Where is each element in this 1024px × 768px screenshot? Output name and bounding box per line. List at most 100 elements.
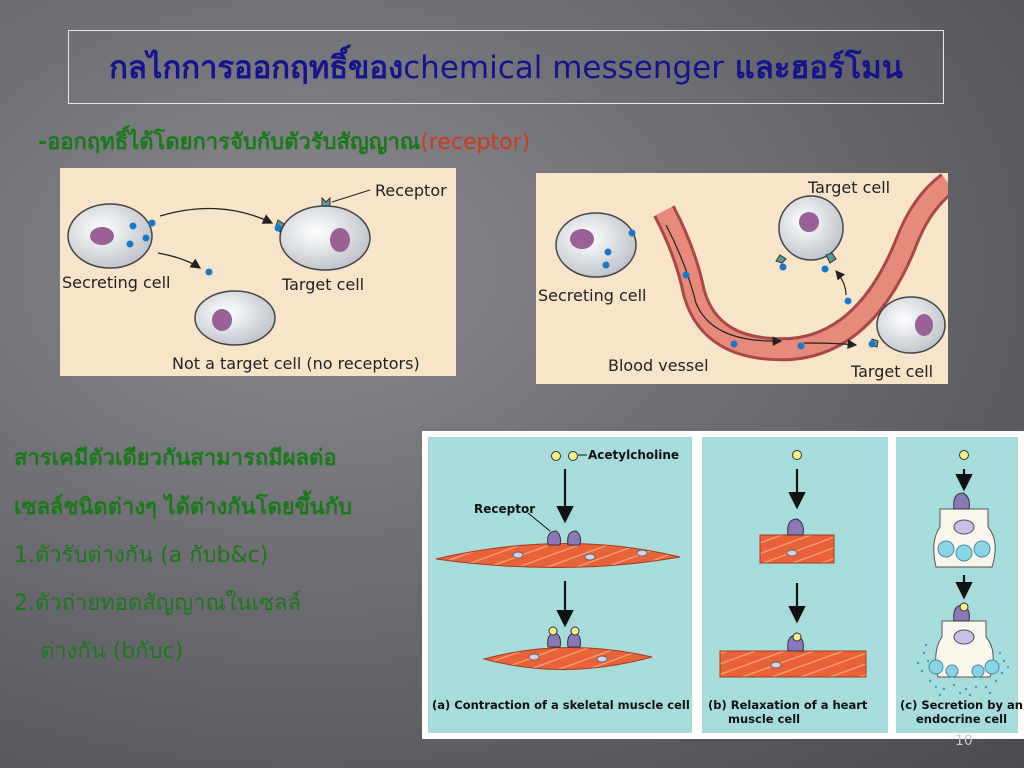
- body-line-2: เซลล์ชนิดต่างๆ ได้ต่างกันโดยขึ้นกับ: [14, 495, 352, 520]
- nucleus: [212, 309, 232, 331]
- figure-acetylcholine-svg: Acetylcholine Receptor (a) Contraction o…: [428, 437, 1023, 733]
- figure-acetylcholine: Acetylcholine Receptor (a) Contraction o…: [422, 431, 1024, 739]
- panel-b-bg: [702, 437, 888, 733]
- title-box: กลไกการออกฤทธิ์ของchemical messenger และ…: [68, 30, 944, 104]
- target-cell: [279, 205, 371, 271]
- acetylcholine-dot: [568, 451, 578, 461]
- nucleus: [799, 212, 819, 232]
- messenger-dot: [148, 219, 156, 227]
- hormone-dot: [604, 248, 612, 256]
- figure-direct-signaling: Receptor Secreting cell Target cell Not …: [60, 168, 456, 376]
- secretory-vesicle: [945, 664, 959, 678]
- muscle-nucleus: [596, 655, 608, 663]
- target-cell-bottom: [876, 296, 946, 354]
- label-receptor: Receptor: [474, 502, 535, 516]
- secretory-vesicle: [984, 659, 1000, 675]
- body-line-1: สารเคมีตัวเดียวกันสามารถมีผลต่อ: [14, 446, 337, 471]
- acetylcholine-dot: [959, 602, 969, 612]
- hormone-dot: [628, 229, 636, 237]
- hormone-dot: [730, 340, 738, 348]
- page-number: 10: [955, 733, 973, 749]
- muscle-nucleus: [636, 549, 648, 557]
- panel-c-bg: [896, 437, 1018, 733]
- acetylcholine-dot: [548, 626, 558, 636]
- title-thai-part2: และฮอร์โมน: [724, 50, 903, 86]
- secretory-vesicle: [955, 544, 973, 562]
- secretory-vesicle: [937, 540, 955, 558]
- endocrine-nucleus: [953, 519, 975, 535]
- hormone-dot: [602, 261, 610, 269]
- blood-vessel-lumen: [656, 175, 954, 359]
- title-english-part: chemical messenger: [403, 50, 724, 86]
- nucleus: [915, 314, 933, 336]
- receptor-shape: [775, 254, 787, 264]
- acetylcholine-dot: [570, 626, 580, 636]
- caption-c-line2: endocrine cell: [916, 712, 1007, 726]
- figure-endocrine-signaling: Secreting cell Target cell Blood vessel …: [536, 173, 956, 384]
- secretory-vesicle: [973, 540, 991, 558]
- heart-muscle-cell-relaxed: [719, 650, 867, 678]
- muscle-nucleus: [528, 653, 540, 661]
- nucleus: [570, 229, 594, 249]
- label-blood-vessel: Blood vessel: [608, 356, 709, 375]
- non-target-cell: [194, 290, 276, 346]
- muscle-nucleus: [786, 549, 798, 557]
- subtitle: -ออกฤทธิ์ได้โดยการจับกับตัวรับสัญญาณ(rec…: [38, 124, 530, 159]
- label-secreting-cell: Secreting cell: [62, 273, 171, 292]
- vessel-flow-arrow: [803, 339, 858, 349]
- muscle-nucleus: [512, 551, 524, 559]
- receptor-shape: [787, 518, 804, 536]
- label-not-target-cell: Not a target cell (no receptors): [172, 354, 420, 373]
- arrow-to-target-top: [835, 270, 847, 296]
- label-target-cell-bottom: Target cell: [850, 362, 933, 381]
- receptor-pointer: [331, 189, 371, 203]
- secretory-vesicle: [928, 659, 944, 675]
- skeletal-muscle-cell-contracted: [482, 647, 653, 670]
- acetylcholine-dot: [792, 450, 802, 460]
- title-thai-part1: กลไกการออกฤทธิ์ของ: [109, 50, 404, 86]
- receptor-shape: [547, 530, 561, 546]
- acetylcholine-dot: [959, 450, 969, 460]
- caption-b-line1: (b) Relaxation of a heart: [708, 698, 868, 712]
- hormone-dot: [821, 265, 829, 273]
- heart-muscle-cell: [759, 534, 835, 564]
- caption-c-line1: (c) Secretion by an: [900, 698, 1023, 712]
- label-acetylcholine: Acetylcholine: [588, 448, 679, 462]
- secretory-vesicle: [971, 664, 985, 678]
- receptor-shape: [825, 252, 837, 264]
- body-line-5: ต่างกัน (bกับc): [40, 639, 184, 664]
- caption-b-line2: muscle cell: [728, 712, 800, 726]
- panel-a-bg: [428, 437, 692, 733]
- secreting-cell: [555, 212, 637, 278]
- messenger-dot: [126, 240, 134, 248]
- muscle-nucleus: [770, 661, 782, 669]
- slide-title: กลไกการออกฤทธิ์ของchemical messenger และ…: [109, 42, 903, 92]
- arrow-to-target: [159, 207, 274, 224]
- muscle-nucleus: [584, 553, 596, 561]
- arrow-to-non-target: [157, 252, 202, 269]
- body-line-4: 2.ตัวถ่ายทอดสัญญาณในเซลล์: [14, 591, 302, 616]
- receptor-shape: [953, 492, 970, 510]
- endocrine-nucleus: [953, 629, 975, 645]
- label-receptor: Receptor: [375, 181, 447, 200]
- messenger-dot: [129, 222, 137, 230]
- messenger-dot: [274, 224, 282, 232]
- nucleus: [330, 228, 350, 252]
- receptor-shape: [321, 196, 331, 207]
- body-line-3: 1.ตัวรับต่างกัน (a กับb&c): [14, 543, 269, 568]
- caption-a: (a) Contraction of a skeletal muscle cel…: [432, 698, 690, 712]
- secretion-dots: [916, 643, 1010, 697]
- subtitle-thai: -ออกฤทธิ์ได้โดยการจับกับตัวรับสัญญาณ: [38, 130, 421, 155]
- vessel-flow-arrow: [665, 224, 783, 347]
- hormone-dot: [844, 297, 852, 305]
- acetylcholine-dot: [792, 632, 802, 642]
- messenger-dot: [142, 234, 150, 242]
- skeletal-muscle-cell-relaxed: [435, 543, 681, 568]
- label-secreting-cell: Secreting cell: [538, 286, 647, 305]
- receptor-shape: [567, 530, 581, 546]
- acetylcholine-dot: [551, 451, 561, 461]
- figure-direct-svg: Receptor Secreting cell Target cell Not …: [62, 181, 447, 373]
- hormone-dot: [682, 271, 690, 279]
- hormone-dot: [779, 263, 787, 271]
- messenger-dot: [205, 268, 213, 276]
